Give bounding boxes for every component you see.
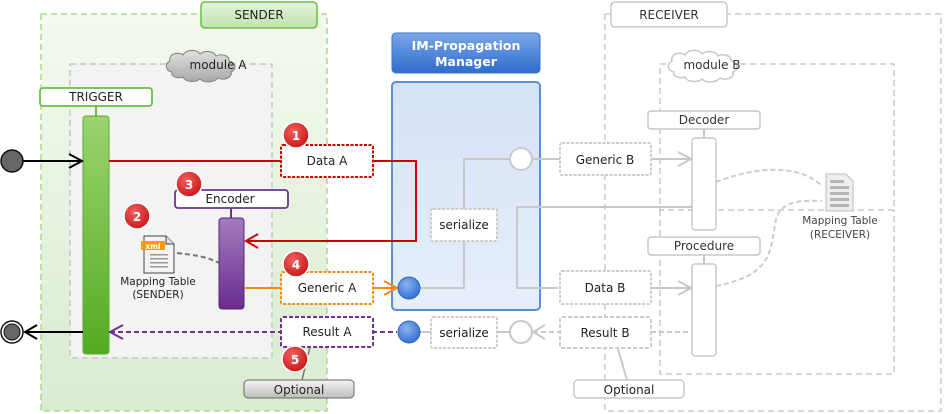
module-a-cloud: module A [165, 49, 248, 83]
sender-header: SENDER [200, 1, 318, 29]
generic-b-message[interactable]: Generic B [559, 142, 652, 176]
manager-internal-links [410, 158, 692, 333]
optional-receiver-label: Optional [604, 383, 655, 397]
generic-b-label: Generic B [576, 153, 635, 167]
module-b-label: module B [683, 58, 740, 72]
mapping-table-sender[interactable]: xml Mapping Table (SENDER) [120, 235, 196, 301]
result-b-label: Result B [580, 326, 629, 340]
step-badge-3: 3 [175, 170, 203, 198]
mapping-link-sender [176, 252, 220, 264]
svg-text:5: 5 [291, 353, 299, 367]
data-a-message[interactable]: Data A [280, 144, 374, 178]
port-generic-out [509, 147, 533, 171]
port-generic-in [397, 276, 421, 300]
procedure-label: Procedure [674, 239, 734, 253]
data-a-label: Data A [307, 154, 348, 168]
decoder[interactable]: Decoder [647, 110, 761, 231]
generic-a-message[interactable]: Generic A [280, 271, 374, 305]
data-b-label: Data B [585, 281, 626, 295]
svg-text:1: 1 [292, 129, 300, 143]
manager-body [391, 81, 541, 311]
result-a-flow [107, 324, 397, 340]
receiver-container: RECEIVER [604, 1, 942, 412]
manager-header: IM-Propagation Manager [391, 32, 541, 74]
sender-title: SENDER [234, 8, 283, 22]
generic-a-flow [244, 280, 400, 296]
xml-file-type: xml [145, 242, 160, 251]
receiver-title: RECEIVER [639, 8, 699, 22]
xml-file-icon [141, 241, 165, 250]
receiver-flows [531, 151, 694, 340]
trigger[interactable]: TRIGGER [39, 87, 153, 355]
serialize-bottom[interactable]: serialize [430, 316, 498, 349]
mapping-table-receiver-title: Mapping Table [802, 215, 878, 227]
generic-a-label: Generic A [298, 281, 357, 295]
step-badge-5: 5 [281, 345, 309, 373]
receiver-header: RECEIVER [610, 1, 728, 28]
svg-text:3: 3 [185, 178, 193, 192]
optional-sender-label: Optional [274, 383, 325, 397]
svg-text:2: 2 [133, 210, 141, 224]
step-badge-2: 2 [123, 202, 151, 230]
module-b-cloud: module B [667, 49, 741, 83]
manager-title-line1: IM-Propagation [412, 38, 521, 53]
port-result-out [397, 320, 421, 344]
encoder-label: Encoder [205, 192, 254, 206]
encoder[interactable]: Encoder [174, 189, 289, 310]
result-a-message[interactable]: Result A [280, 316, 374, 348]
mapping-table-sender-subtitle: (SENDER) [132, 289, 183, 301]
optional-callout-receiver: Optional [573, 348, 685, 399]
mapping-table-receiver[interactable]: Mapping Table (RECEIVER) [802, 173, 878, 241]
mapping-table-receiver-subtitle: (RECEIVER) [810, 229, 870, 241]
mapping-link-procedure [715, 199, 823, 287]
start-node [0, 149, 85, 173]
data-a-flow [109, 160, 417, 249]
step-badge-1: 1 [282, 121, 310, 149]
manager-title-line2: Manager [435, 54, 498, 69]
decoder-label: Decoder [679, 113, 730, 127]
result-b-message[interactable]: Result B [559, 316, 652, 349]
mapping-link-decoder [715, 168, 823, 187]
data-b-message[interactable]: Data B [559, 270, 652, 305]
svg-text:4: 4 [292, 258, 300, 272]
port-result-in [509, 320, 533, 344]
serialize-top[interactable]: serialize [430, 208, 498, 242]
module-b-container: module B [659, 49, 895, 375]
optional-callout-sender: Optional [243, 346, 355, 399]
module-a-label: module A [190, 58, 248, 72]
serialize-top-label: serialize [439, 218, 489, 232]
procedure[interactable]: Procedure [647, 236, 761, 357]
end-node [0, 320, 83, 344]
mapping-table-sender-title: Mapping Table [120, 276, 196, 288]
result-a-label: Result A [302, 325, 352, 339]
step-badge-4: 4 [282, 250, 310, 278]
serialize-bottom-label: serialize [439, 326, 489, 340]
trigger-label: TRIGGER [68, 90, 123, 104]
